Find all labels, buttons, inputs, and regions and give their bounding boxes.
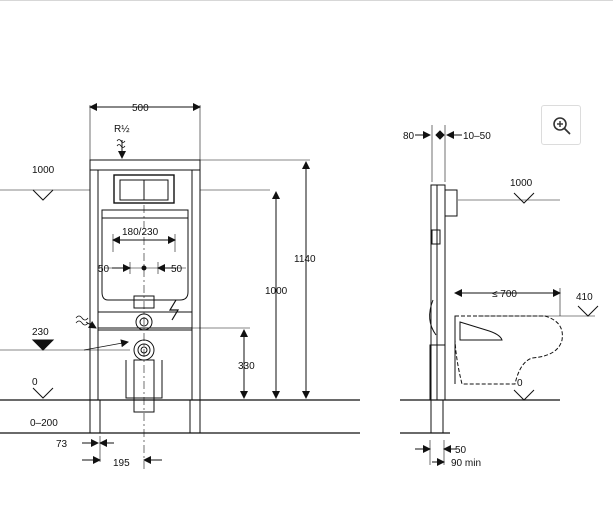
right-offset-label: 50 xyxy=(171,264,183,275)
supply-label: R½ xyxy=(114,124,130,135)
top-divider xyxy=(0,0,613,1)
width-label: 500 xyxy=(132,103,149,114)
cistern-heights-label: 180/230 xyxy=(122,227,159,238)
floor-range-label: 0–200 xyxy=(30,418,58,429)
zoom-in-button[interactable] xyxy=(541,105,581,145)
front-labels: 500 R½ 180/230 50 50 1140 1000 330 1000 … xyxy=(30,103,316,469)
seat-height-label: 410 xyxy=(576,292,593,303)
height-mid-label: 1000 xyxy=(265,286,288,297)
zoom-in-icon xyxy=(553,117,571,135)
side-level-0-label: 0 xyxy=(517,378,523,389)
height-low-label: 330 xyxy=(238,361,255,372)
side-view xyxy=(400,125,599,466)
drain-offset-label: 195 xyxy=(113,458,130,469)
height-total-label: 1140 xyxy=(294,254,316,265)
level-1000-label: 1000 xyxy=(32,165,55,176)
min-depth-label: 90 min xyxy=(451,458,481,469)
bowl-length-label: ≤ 700 xyxy=(492,289,517,300)
level-230-label: 230 xyxy=(32,327,49,338)
bottom-offset-label: 50 xyxy=(455,445,467,456)
left-offset-label: 50 xyxy=(98,264,110,275)
front-view xyxy=(0,103,360,470)
side-labels: 80 10–50 1000 ≤ 700 410 0 50 90 min xyxy=(403,131,593,469)
foot-offset-label: 73 xyxy=(56,439,68,450)
level-0-label: 0 xyxy=(32,377,38,388)
wall-gap-label: 80 xyxy=(403,131,415,142)
side-level-1000-label: 1000 xyxy=(510,178,533,189)
adjust-label: 10–50 xyxy=(463,131,491,142)
